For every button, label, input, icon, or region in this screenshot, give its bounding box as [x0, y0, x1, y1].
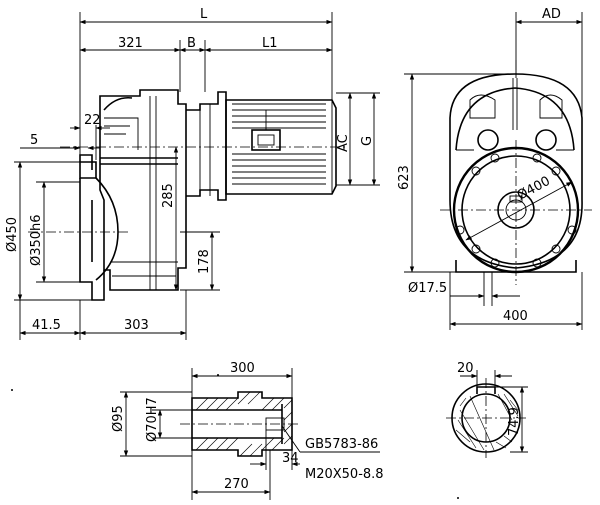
dim-178-label: 178 — [197, 249, 212, 274]
dim-L1-label: L1 — [262, 36, 278, 51]
front-view — [404, 12, 592, 330]
dim-285-label: 285 — [161, 183, 176, 208]
dim-AC-label: AC — [336, 134, 351, 152]
bolt-m20-label: M20X50-8.8 — [305, 467, 384, 482]
dim-74-9-label: 74.9 — [507, 407, 522, 436]
dim-300-label: 300 — [230, 361, 255, 376]
dim-321-label: 321 — [118, 36, 143, 51]
dim-B-label: B — [187, 36, 196, 51]
dim-41-5-label: 41.5 — [32, 318, 61, 333]
dim-34-label: 34 — [282, 451, 299, 466]
dim-303-label: 303 — [124, 318, 149, 333]
standard-gb5783-label: GB5783-86 — [305, 437, 378, 452]
shaft-cross-section — [446, 370, 528, 458]
dim-L-label: L — [200, 7, 208, 22]
dim-623-label: 623 — [397, 165, 412, 190]
hollow-shaft-section — [120, 368, 380, 500]
dim-phi350h6-label: Ø350h6 — [29, 214, 44, 266]
dimension-labels: L 321 B L1 AD 22 5 AC G 623 285 Ø450 Ø35… — [5, 7, 561, 492]
dim-phi400-label: Ø400 — [515, 174, 553, 204]
dim-270-label: 270 — [224, 477, 249, 492]
dim-phi70H7-label: Ø70H7 — [145, 397, 160, 442]
dim-phi95-label: Ø95 — [111, 405, 126, 432]
dim-5-label: 5 — [30, 133, 38, 148]
dim-400-label: 400 — [503, 309, 528, 324]
section-hatching — [195, 391, 293, 457]
dim-phi450-label: Ø450 — [5, 217, 20, 252]
dim-20-label: 20 — [457, 361, 474, 376]
side-view — [14, 12, 380, 340]
dim-AD-label: AD — [542, 7, 561, 22]
dim-phi17-5-label: Ø17.5 — [408, 281, 447, 296]
dim-G-label: G — [360, 136, 375, 146]
dim-22-label: 22 — [84, 113, 101, 128]
